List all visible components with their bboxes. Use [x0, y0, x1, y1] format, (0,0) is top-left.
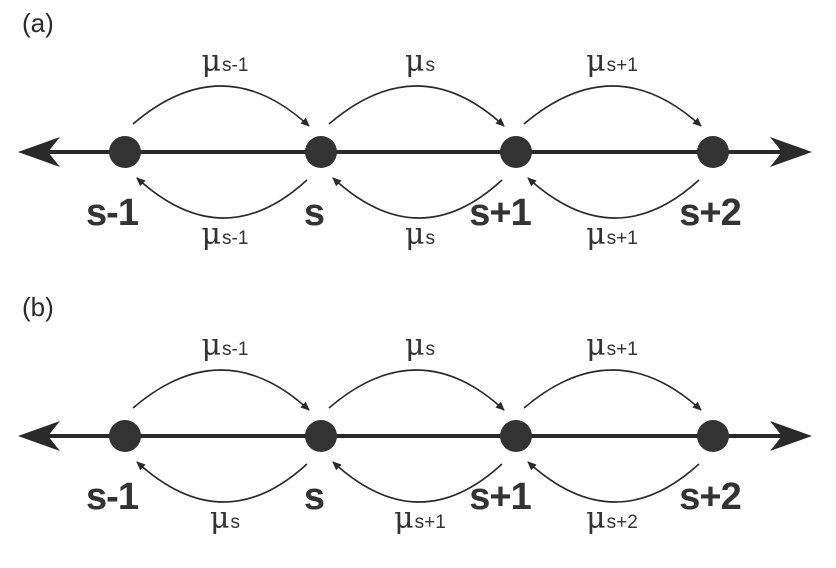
left-arrowhead-icon: [18, 421, 60, 451]
forward-transition-arrow: [328, 369, 505, 411]
state-node: [305, 420, 337, 452]
forward-transition-arrow: [328, 85, 505, 127]
backward-rate-label: μs+1: [586, 217, 638, 252]
state-label-s-1: s-1: [86, 476, 139, 518]
backward-rate-label: μs+1: [394, 501, 446, 536]
state-label-s-1: s-1: [86, 192, 139, 234]
forward-transition-arrow: [523, 369, 702, 411]
markov-chain-diagram: [18, 369, 812, 503]
backward-transition-arrow: [527, 461, 700, 503]
left-arrowhead-icon: [18, 137, 60, 167]
backward-transition-arrow: [332, 461, 503, 503]
panel-b: (b) s-1 s s+1 s+2 μs-1 μs μs+1 μs μs+1 μ…: [0, 284, 836, 568]
backward-transition-arrow: [136, 177, 308, 219]
panel-label: (b): [22, 292, 54, 322]
state-label-s-plus-2: s+2: [679, 476, 741, 518]
markov-chain-diagram: [18, 85, 812, 219]
state-node: [697, 420, 729, 452]
forward-rate-label: μs+1: [586, 328, 638, 363]
state-node: [500, 420, 532, 452]
backward-transition-arrow: [136, 461, 308, 503]
state-node: [109, 136, 141, 168]
backward-rate-label: μs: [405, 217, 435, 252]
forward-rate-label: μs-1: [201, 44, 249, 79]
state-label-s: s: [303, 192, 325, 234]
forward-transition-arrow: [132, 369, 310, 411]
state-label-s-plus-1: s+1: [469, 476, 531, 518]
forward-transition-arrow: [132, 85, 310, 127]
state-node: [500, 136, 532, 168]
state-node: [305, 136, 337, 168]
right-arrowhead-icon: [770, 421, 812, 451]
forward-transition-arrow: [523, 85, 702, 127]
state-node: [109, 420, 141, 452]
backward-transition-arrow: [527, 177, 700, 219]
panel-a: (a) s-1 s s+1 s+2 μs-1 μs μs+1 μs-1 μs μ…: [18, 8, 812, 252]
backward-rate-label: μs+2: [586, 501, 638, 536]
right-arrowhead-icon: [770, 137, 812, 167]
panel-label: (a): [22, 8, 54, 38]
state-label-s-plus-2: s+2: [679, 192, 741, 234]
backward-rate-label: μs: [210, 501, 240, 536]
state-node: [697, 136, 729, 168]
backward-rate-label: μs-1: [201, 217, 249, 252]
state-label-s: s: [303, 476, 325, 518]
forward-rate-label: μs: [405, 44, 435, 79]
forward-rate-label: μs-1: [201, 328, 249, 363]
state-label-s-plus-1: s+1: [469, 192, 531, 234]
forward-rate-label: μs+1: [586, 44, 638, 79]
backward-transition-arrow: [332, 177, 503, 219]
forward-rate-label: μs: [405, 328, 435, 363]
